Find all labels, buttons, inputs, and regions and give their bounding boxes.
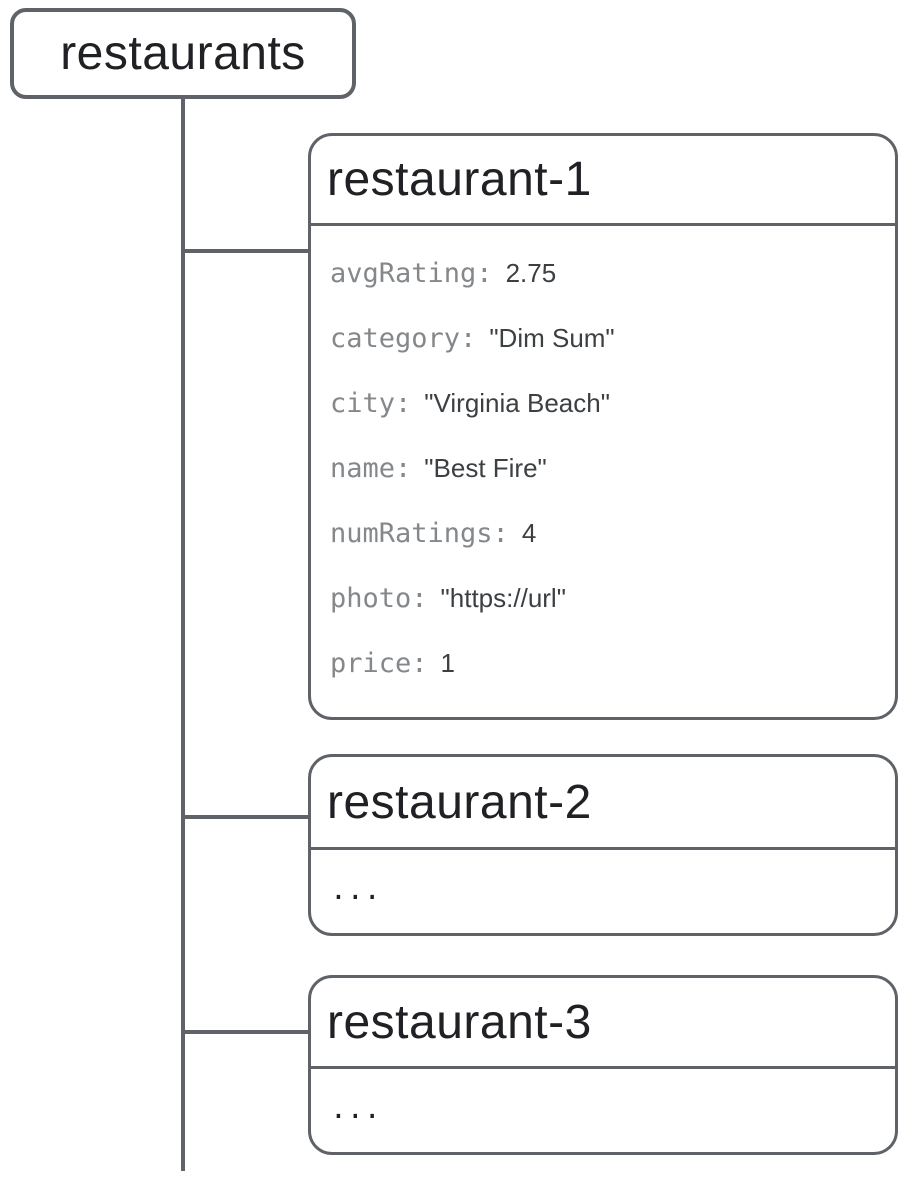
field-name: photo: [330,583,428,614]
field-row: category: "Dim Sum" [330,324,895,353]
field-name: price: [330,648,428,679]
field-name: avgRating: [330,258,493,289]
collapsed-fields-ellipsis: ... [330,1092,381,1125]
document-card-restaurant-2: restaurant-2 ... [308,754,898,936]
field-name: city: [330,388,412,419]
field-name: numRatings: [330,518,509,549]
field-value: "Best Fire" [424,453,547,483]
document-title: restaurant-2 [327,775,592,829]
field-row: numRatings: 4 [330,519,895,548]
field-row: photo: "https://url" [330,584,895,613]
document-title: restaurant-1 [327,153,592,206]
field-row: city: "Virginia Beach" [330,389,895,418]
field-value: 2.75 [505,258,557,288]
field-row: avgRating: 2.75 [330,259,895,288]
document-header: restaurant-3 [311,978,895,1069]
field-value: 4 [521,518,537,548]
document-fields: avgRating: 2.75 category: "Dim Sum" city: "Vi… [311,226,895,678]
field-value: "https://url" [440,583,566,613]
document-title: restaurant-3 [327,995,592,1049]
collection-node-restaurants: restaurants [10,8,356,99]
field-row: price: 1 [330,649,895,678]
document-card-restaurant-3: restaurant-3 ... [308,975,898,1155]
connector-line-restaurant-1 [183,249,308,253]
field-value: "Virginia Beach" [424,388,610,418]
field-name: name: [330,453,412,484]
tree-trunk-line [181,99,185,1171]
connector-line-restaurant-3 [183,1030,308,1034]
document-header: restaurant-2 [311,757,895,850]
field-row: name: "Best Fire" [330,454,895,483]
field-value: "Dim Sum" [489,323,615,353]
document-header: restaurant-1 [311,136,895,226]
field-name: category: [330,323,477,354]
connector-line-restaurant-2 [183,815,308,819]
document-card-restaurant-1: restaurant-1 avgRating: 2.75 category: "Dim… [308,133,898,720]
field-value: 1 [440,648,456,678]
collapsed-fields-ellipsis: ... [330,873,381,906]
collection-label: restaurants [60,27,306,80]
